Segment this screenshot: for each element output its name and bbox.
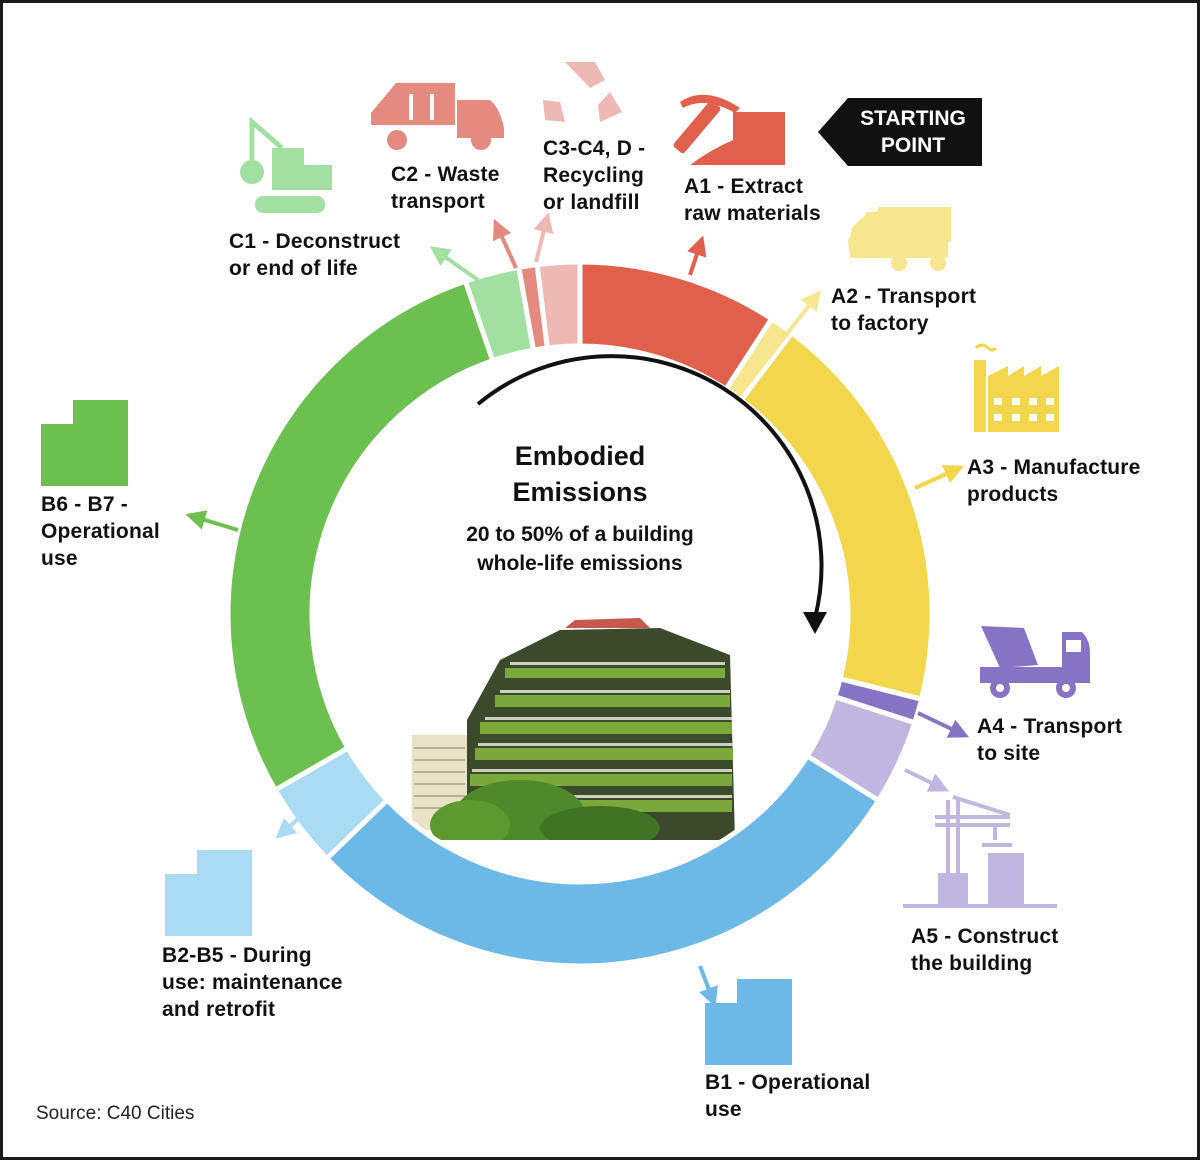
arrow-icon <box>733 290 822 402</box>
clockwise-arrow-icon <box>476 354 824 619</box>
arrow-icon <box>698 965 718 1008</box>
arrow-icon <box>687 235 707 276</box>
truck-icon <box>848 207 951 271</box>
building-icon <box>705 979 792 1065</box>
building-icon <box>165 850 252 936</box>
crane-icon <box>903 795 1057 908</box>
building-icon <box>41 400 128 486</box>
donut-segment <box>534 259 583 351</box>
arrow-icon <box>492 218 518 269</box>
factory-icon <box>974 343 1059 432</box>
donut-ring <box>225 259 935 863</box>
donut-segment <box>225 277 496 794</box>
starting-point-badge <box>818 98 982 166</box>
crane-base-icon <box>938 853 1024 906</box>
arrow-icon <box>185 510 239 532</box>
source-note: Source: C40 Cities <box>36 1103 195 1124</box>
recycle-icon <box>543 62 622 122</box>
cement-mixer-icon <box>980 626 1090 698</box>
arrow-icon <box>275 809 309 839</box>
arrow-icon <box>904 768 949 792</box>
donut-segment <box>323 752 882 969</box>
donut-segment <box>737 329 935 703</box>
arrow-icon <box>917 711 970 738</box>
green-building-photo <box>412 618 735 840</box>
garbage-truck-icon <box>371 83 504 150</box>
arrow-icon <box>429 246 480 282</box>
arrow-icon <box>533 212 554 263</box>
pickaxe-mountain-icon <box>673 94 785 165</box>
arrow-icon <box>914 464 965 490</box>
ring-overlay <box>323 752 882 969</box>
stage-arrows <box>185 212 970 1008</box>
excavator-icon <box>240 116 332 213</box>
clockwise-arrowhead-icon <box>803 612 827 634</box>
